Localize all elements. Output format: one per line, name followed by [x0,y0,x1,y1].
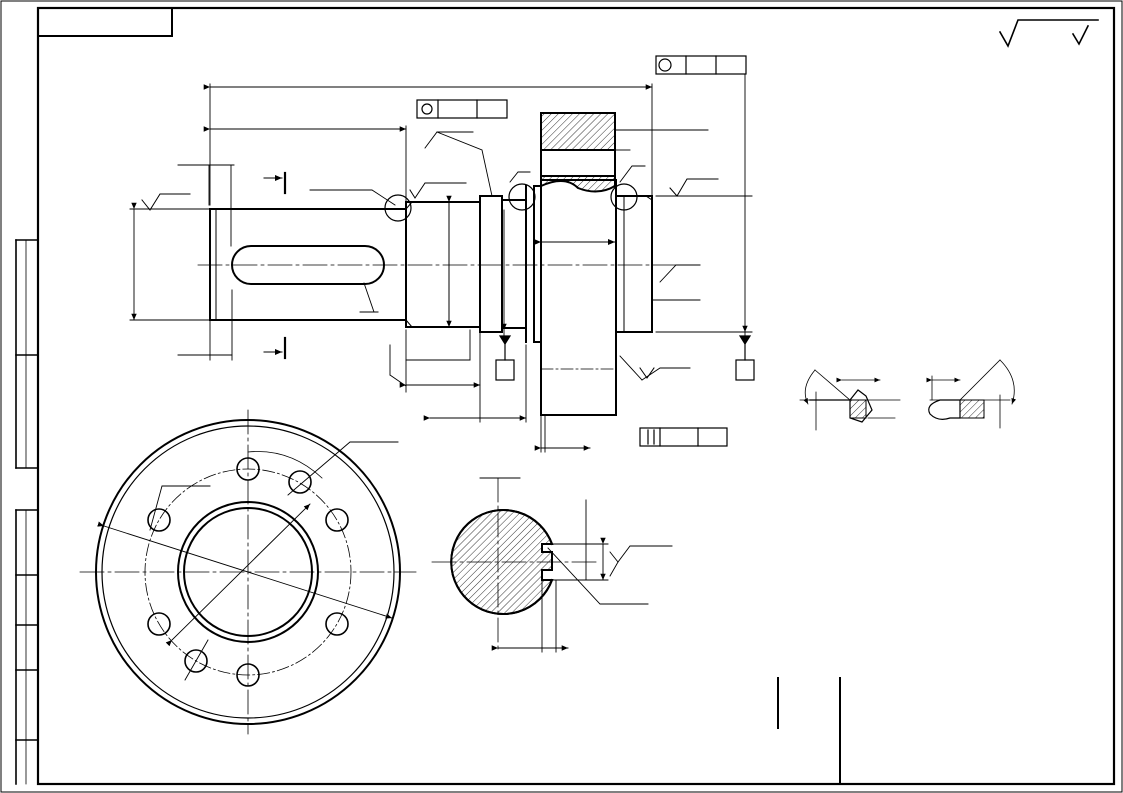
right-shaft-segment [615,195,653,333]
roughness-symbols [141,178,719,379]
datum-boxes [495,335,755,381]
title-block [777,677,841,785]
detail-circle-b [508,183,536,211]
tolerance-frame-runout [639,427,728,447]
shaft-front-view [197,112,701,416]
binding-strip [15,239,39,785]
section-marker-bottom [263,336,287,360]
section-marker-top [263,171,287,195]
bolt-holes [147,457,349,687]
left-shaft-segment [209,208,407,321]
shaft-collar [479,185,527,343]
flange-end-view [79,409,417,735]
middle-shaft-segment [405,201,481,328]
tolerance-frame-cylindricity [416,99,508,119]
detail-view-b [926,359,1017,429]
keyseat-section [431,477,673,653]
detail-circle-a [384,194,412,222]
gear-flange [533,112,617,416]
keyway-slot [231,245,385,285]
detail-circle-c [610,183,638,211]
dimension-lines [129,73,753,453]
tolerance-frame-circularity [655,55,747,75]
cylindricity-tolerance-icon [421,103,433,115]
detail-view-a [799,369,901,431]
general-roughness-icon [998,19,1099,48]
circularity-tolerance-icon [658,58,672,72]
